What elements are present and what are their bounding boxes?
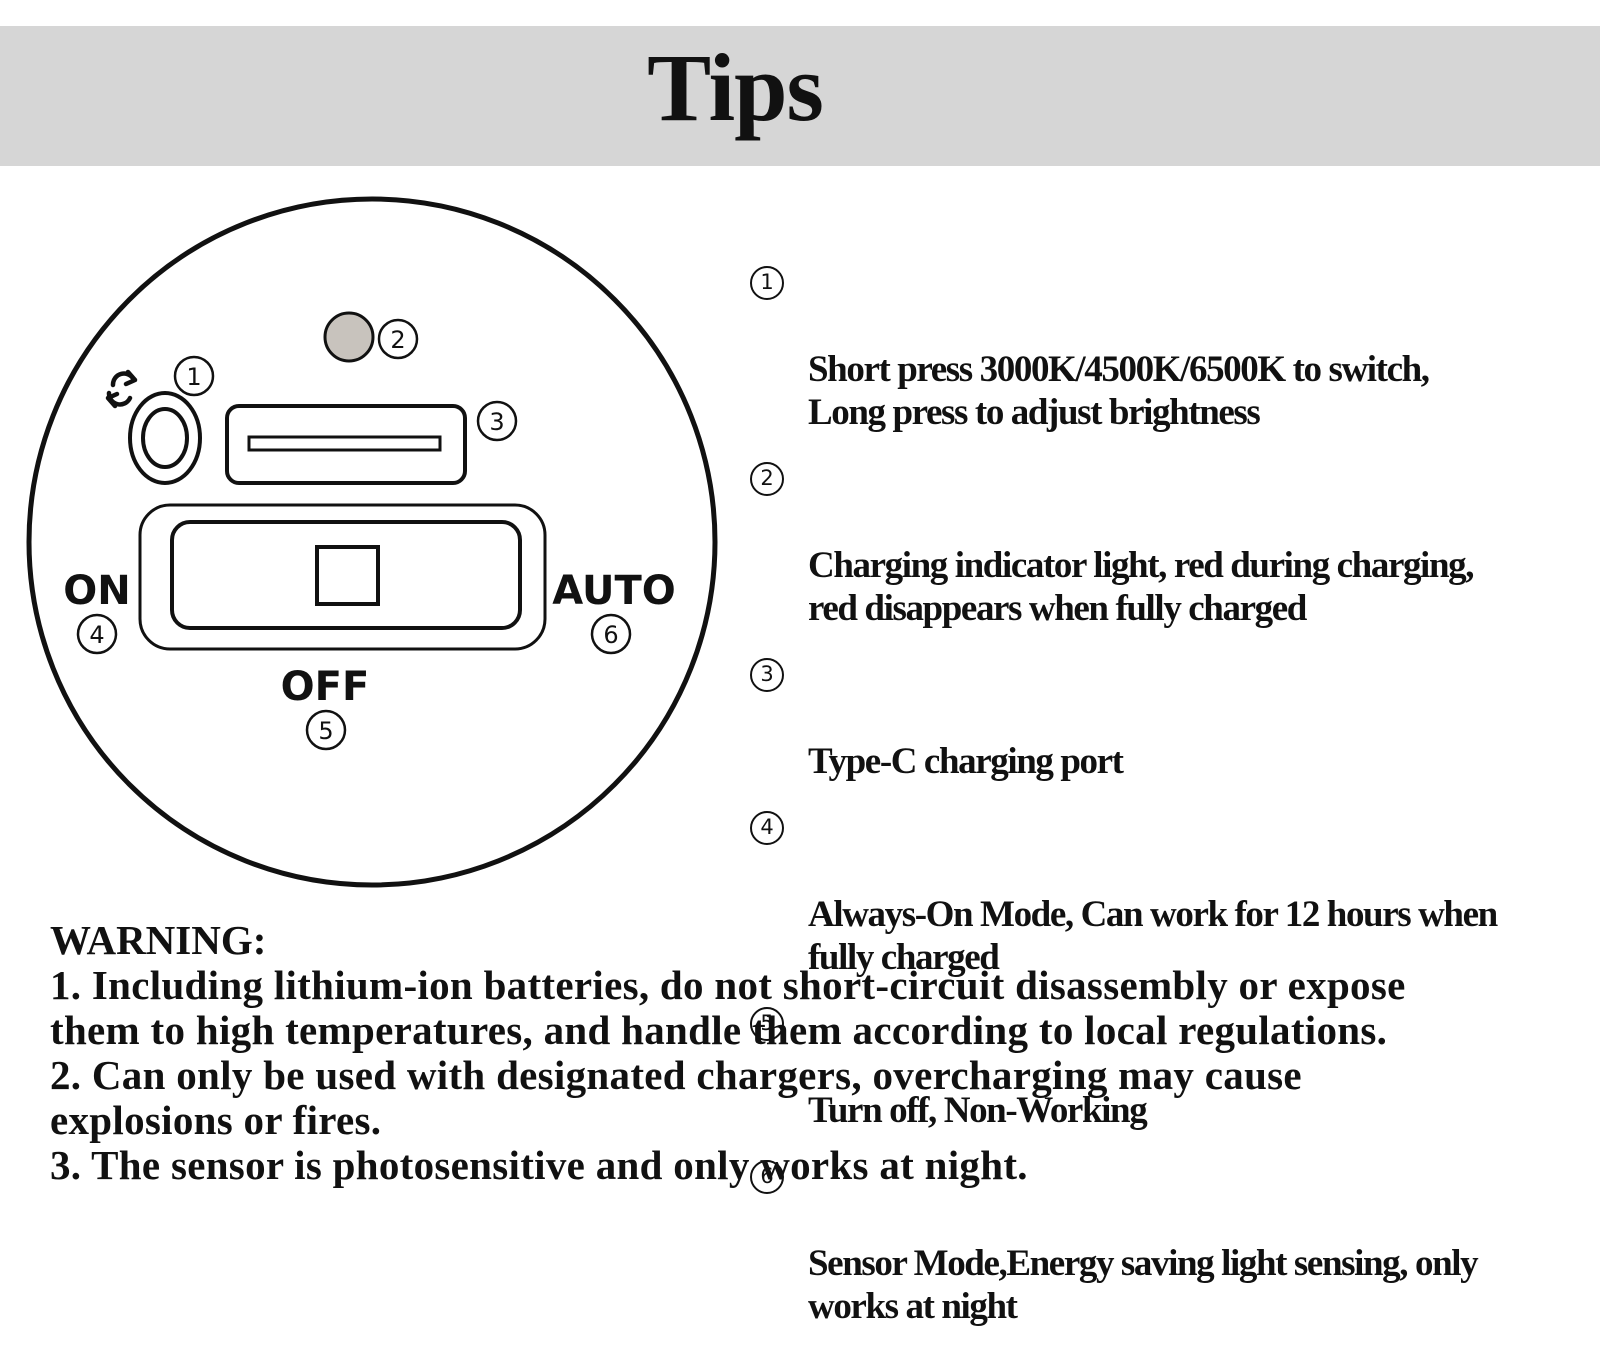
- control-panel-diagram: 2 1 3 ON 4 AUTO 6 OFF 5: [26, 196, 718, 888]
- refresh-icon: [105, 369, 138, 409]
- legend-item-2: 2 Charging indicator light, red during c…: [746, 458, 1586, 630]
- callout-3-circle: [476, 400, 518, 442]
- callout-6-circle: [590, 613, 632, 655]
- callout-1-circle: [173, 355, 215, 397]
- switch-label-on: ON: [63, 568, 130, 614]
- page-title: Tips: [647, 34, 824, 141]
- callout-5-number: 5: [318, 717, 333, 745]
- callout-6-number: 6: [603, 621, 618, 649]
- legend-number-1: 1: [750, 266, 784, 300]
- callout-legend: 1 Short press 3000K/4500K/6500K to switc…: [746, 262, 1586, 1352]
- warning-line-4: explosions or fires.: [50, 1097, 382, 1143]
- legend-item-3: 3 Type-C charging port: [746, 654, 1586, 783]
- warning-line-2: them to high temperatures, and handle th…: [50, 1007, 1388, 1053]
- panel-outline: [26, 196, 718, 888]
- legend-text-1: Short press 3000K/4500K/6500K to switch,…: [808, 349, 1430, 433]
- legend-text-4: Always-On Mode, Can work for 12 hours wh…: [808, 894, 1498, 978]
- warning-block: WARNING: 1. Including lithium-ion batter…: [50, 918, 1570, 1188]
- warning-line-5: 3. The sensor is photosensitive and only…: [50, 1142, 1028, 1188]
- legend-item-5: 5 Turn off, Non-Working: [746, 1003, 1586, 1132]
- callout-3-number: 3: [489, 408, 504, 436]
- switch-knob[interactable]: [315, 545, 380, 606]
- legend-number-5: 5: [750, 1007, 784, 1041]
- warning-title: WARNING:: [50, 917, 267, 963]
- callout-4-number: 4: [89, 621, 104, 649]
- callout-5-circle: [305, 709, 347, 751]
- callout-4-circle: [76, 613, 118, 655]
- warning-line-3: 2. Can only be used with designated char…: [50, 1052, 1302, 1098]
- legend-text-3: Type-C charging port: [808, 741, 1124, 782]
- legend-text-6: Sensor Mode,Energy saving light sensing,…: [808, 1243, 1479, 1327]
- callout-1-number: 1: [186, 363, 201, 391]
- indicator-light: [323, 311, 375, 363]
- legend-number-3: 3: [750, 658, 784, 692]
- legend-item-1: 1 Short press 3000K/4500K/6500K to switc…: [746, 262, 1586, 434]
- switch-label-auto: AUTO: [552, 568, 676, 614]
- callout-2-circle: [377, 318, 419, 360]
- mode-button-outer[interactable]: [128, 391, 202, 485]
- legend-text-2: Charging indicator light, red during cha…: [808, 545, 1474, 629]
- type-c-slot: [247, 435, 442, 452]
- mode-button-inner[interactable]: [141, 407, 189, 469]
- switch-label-off: OFF: [281, 664, 370, 710]
- header-band: [0, 26, 1600, 166]
- callout-2-number: 2: [390, 326, 405, 354]
- legend-number-6: 6: [750, 1160, 784, 1194]
- warning-line-1: 1. Including lithium-ion batteries, do n…: [50, 962, 1406, 1008]
- legend-text-5: Turn off, Non-Working: [808, 1090, 1148, 1131]
- legend-number-2: 2: [750, 462, 784, 496]
- legend-item-4: 4 Always-On Mode, Can work for 12 hours …: [746, 807, 1586, 979]
- legend-number-4: 4: [750, 811, 784, 845]
